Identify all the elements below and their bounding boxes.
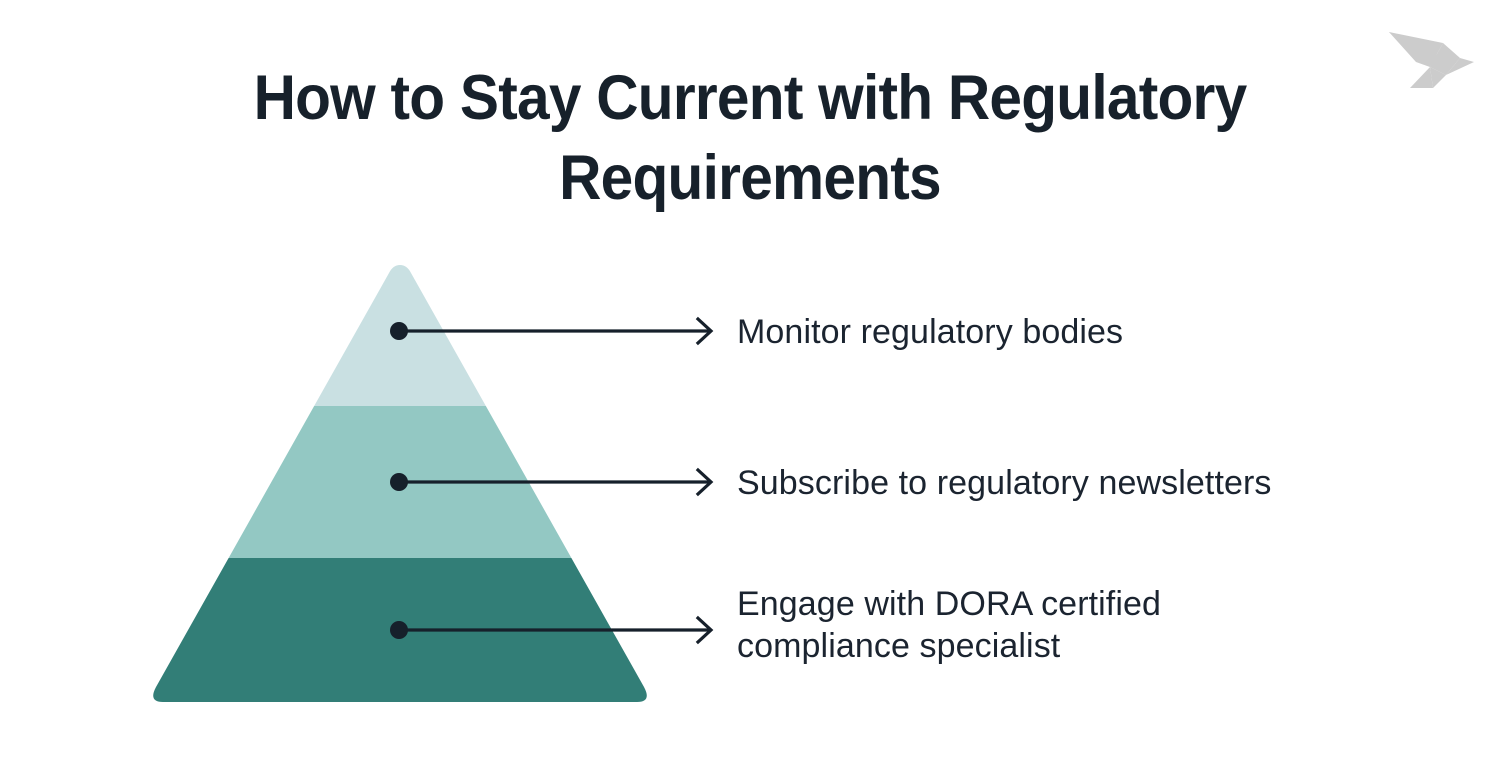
page-title: How to Stay Current with Regulatory Requ… bbox=[253, 63, 1248, 213]
connector-arrow-3 bbox=[390, 615, 714, 645]
connector-arrow-1 bbox=[390, 316, 714, 346]
pyramid-level-bottom[interactable] bbox=[100, 558, 660, 708]
pyramid-label-middle: Subscribe to regulatory newsletters bbox=[737, 464, 1272, 502]
pyramid-label-top: Monitor regulatory bodies bbox=[737, 313, 1124, 351]
origami-bird-logo bbox=[1386, 22, 1486, 90]
connector-arrow-2 bbox=[390, 467, 714, 497]
pyramid-label-bottom: Engage with DORA certified compliance sp… bbox=[737, 585, 1162, 665]
